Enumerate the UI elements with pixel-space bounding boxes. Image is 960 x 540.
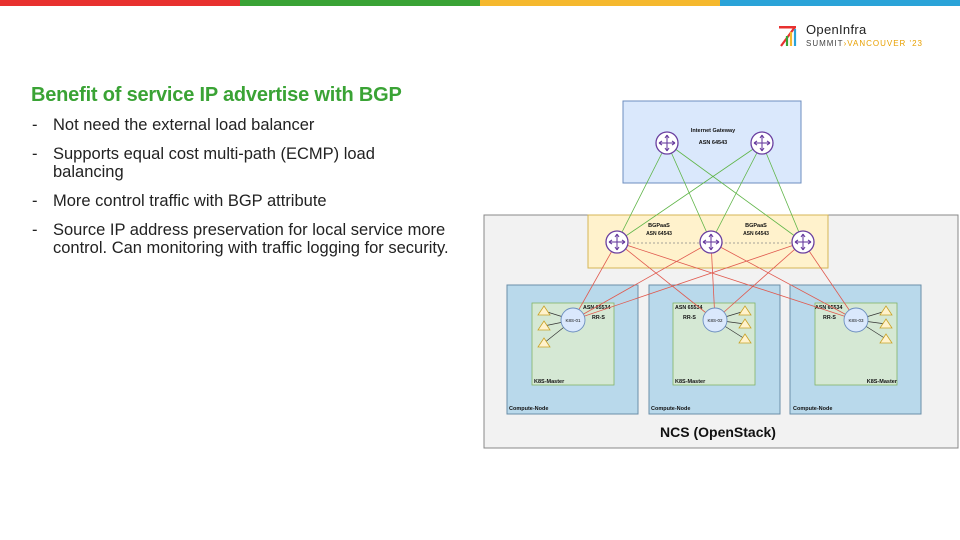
bullet-item: -Supports equal cost multi-path (ECMP) l… xyxy=(32,145,482,181)
node-asn-2: ASN 65534 xyxy=(675,305,702,311)
k8s-node-circle xyxy=(702,307,728,333)
k8s-node-label: K8S-01 xyxy=(565,318,581,323)
bullet-list: -Not need the external load balancer -Su… xyxy=(32,116,482,268)
bullet-text: Supports equal cost multi-path (ECMP) lo… xyxy=(53,145,375,181)
router-icon xyxy=(605,230,629,254)
logo-event-prefix: SUMMIT xyxy=(806,39,844,48)
k8s-node-label: K8S-02 xyxy=(707,318,723,323)
k8s-cluster-1: K8S-01 xyxy=(537,305,586,348)
router-icon xyxy=(699,230,723,254)
bullet-text: Not need the external load balancer xyxy=(53,116,315,134)
k8s-cluster-3: K8S-03 xyxy=(843,305,893,344)
brand-bar-blue xyxy=(720,0,960,6)
node-rrs-2: RR-S xyxy=(683,315,696,321)
bullet-item: -More control traffic with BGP attribute xyxy=(32,192,482,210)
link-green xyxy=(666,142,804,243)
k8s-master-label-1: K8S-Master xyxy=(534,379,565,385)
internet-gateway-title: Internet Gateway xyxy=(691,128,736,134)
link-red xyxy=(714,241,804,321)
k8s-node-circle xyxy=(843,307,869,333)
bullet-dash: - xyxy=(32,221,38,239)
logo-name: OpenInfra xyxy=(806,22,867,37)
openinfra-logo: OpenInfra SUMMIT›VANCOUVER '23 xyxy=(778,22,938,52)
link-green xyxy=(710,142,763,243)
router-icon xyxy=(655,131,679,155)
bullet-dash: - xyxy=(32,145,38,163)
bgpaas-title-2: BGPaaS xyxy=(745,223,767,229)
bullet-dash: - xyxy=(32,192,38,210)
bullet-item: -Not need the external load balancer xyxy=(32,116,482,134)
internet-gateway-asn: ASN 64543 xyxy=(699,140,727,146)
compute-node-label-1: Compute-Node xyxy=(509,406,548,412)
slide-title: Benefit of service IP advertise with BGP xyxy=(31,84,402,106)
link-red xyxy=(616,241,857,321)
k8s-master-label-2: K8S-Master xyxy=(675,379,706,385)
compute-node-label-2: Compute-Node xyxy=(651,406,690,412)
link-green xyxy=(616,142,668,243)
link-red xyxy=(616,241,716,321)
router-icon xyxy=(791,230,815,254)
bgpaas-asn-2: ASN 64543 xyxy=(743,231,769,237)
link-red xyxy=(572,241,618,321)
link-red xyxy=(710,241,857,321)
k8s-node-label: K8S-03 xyxy=(848,318,864,323)
red-links xyxy=(572,241,857,321)
bullet-text: Source IP address preservation for local… xyxy=(53,221,449,257)
bullet-text: More control traffic with BGP attribute xyxy=(53,192,327,210)
openinfra-logo-icon xyxy=(779,26,797,47)
link-green xyxy=(761,142,804,243)
logo-event: SUMMIT›VANCOUVER '23 xyxy=(806,39,923,48)
link-red xyxy=(802,241,857,321)
node-rrs-3: RR-S xyxy=(823,315,836,321)
link-green xyxy=(616,142,763,243)
ncs-label: NCS (OpenStack) xyxy=(660,424,776,440)
node-rrs-1: RR-S xyxy=(592,315,605,321)
green-links xyxy=(616,142,804,243)
router-icon xyxy=(750,131,774,155)
link-red xyxy=(572,241,712,321)
k8s-cluster-2: K8S-02 xyxy=(702,305,752,344)
bullet-dash: - xyxy=(32,116,38,134)
link-red xyxy=(710,241,716,321)
brand-bar-yellow xyxy=(480,0,720,6)
node-asn-3: ASN 65534 xyxy=(815,305,842,311)
compute-node-label-3: Compute-Node xyxy=(793,406,832,412)
node-asn-1: ASN 65534 xyxy=(583,305,610,311)
link-red xyxy=(572,241,804,321)
bullet-item: -Source IP address preservation for loca… xyxy=(32,221,482,257)
logo-event-separator: › xyxy=(843,39,848,48)
bgpaas-asn-1: ASN 64543 xyxy=(646,231,672,237)
bgpaas-title-1: BGPaaS xyxy=(648,223,670,229)
brand-color-bar xyxy=(0,0,960,6)
k8s-node-circle xyxy=(560,307,586,333)
logo-event-location: VANCOUVER '23 xyxy=(847,39,923,48)
k8s-master-label-3: K8S-Master xyxy=(867,379,898,385)
brand-bar-green xyxy=(240,0,480,6)
brand-bar-red xyxy=(0,0,240,6)
